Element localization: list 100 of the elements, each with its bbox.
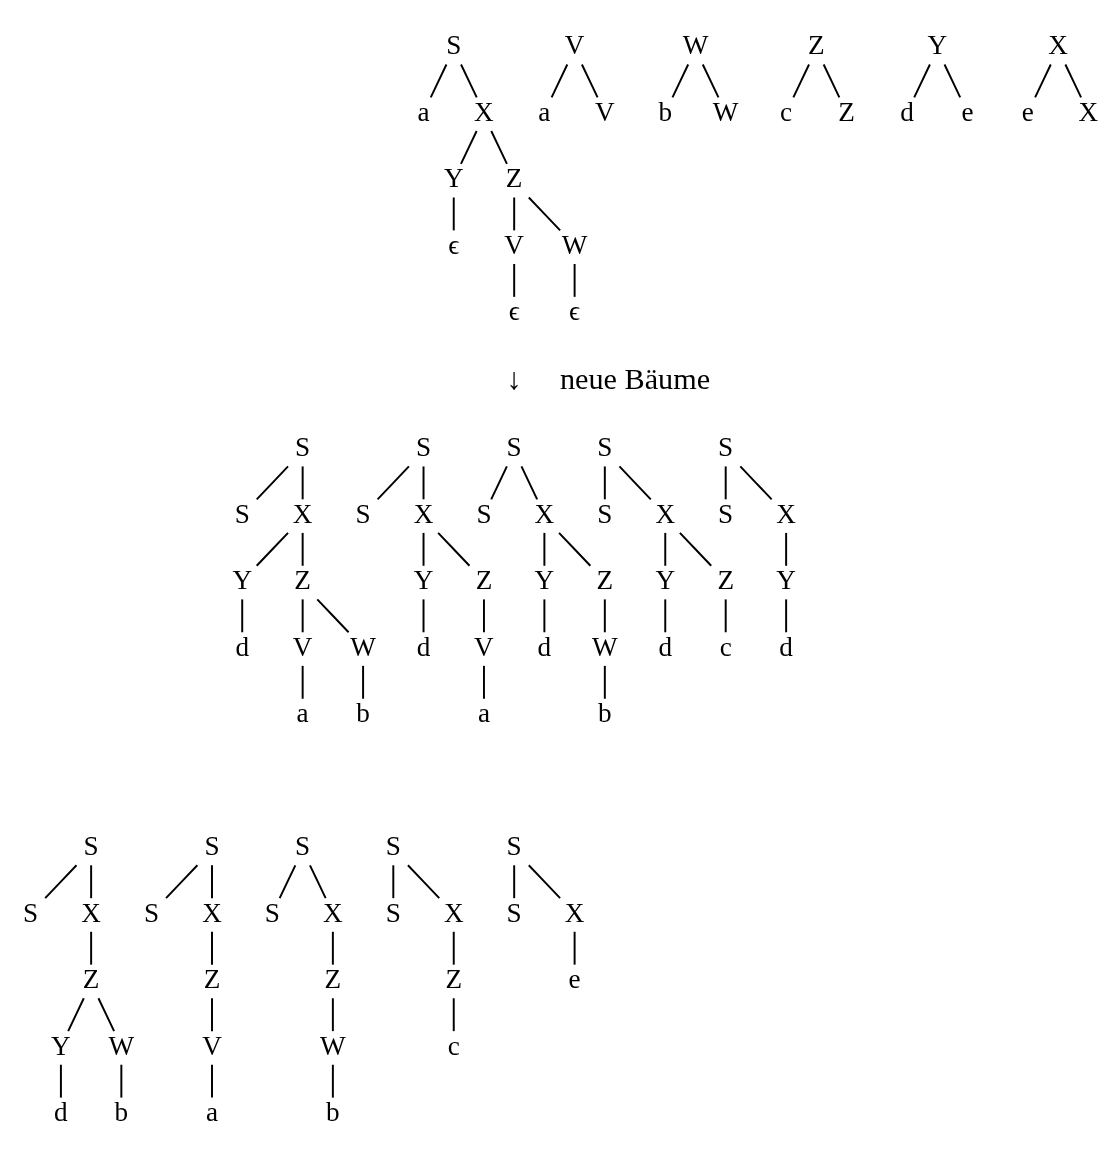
- connector: [362, 664, 365, 700]
- connector: [490, 464, 508, 500]
- node-text: S: [597, 498, 613, 529]
- connector: [211, 863, 213, 899]
- connector: [59, 1063, 62, 1099]
- node-text: a: [477, 697, 490, 728]
- connector: [490, 129, 508, 165]
- connector: [422, 464, 425, 500]
- connector: [701, 63, 720, 98]
- node-text: V: [595, 96, 615, 127]
- connector: [573, 262, 576, 298]
- node-text: V: [292, 631, 313, 662]
- node-text: W: [350, 631, 376, 662]
- connector: [255, 531, 289, 567]
- node-text: Z: [203, 963, 221, 994]
- node-text: e: [961, 96, 974, 127]
- connector: [308, 863, 327, 899]
- connector: [792, 63, 810, 98]
- node-text: d: [235, 631, 250, 662]
- node-text: S: [234, 498, 250, 529]
- node-text: Y: [534, 564, 555, 595]
- node-text: Z: [717, 564, 734, 595]
- connector: [1034, 63, 1052, 98]
- node-text: W: [320, 1030, 346, 1061]
- node-text: S: [506, 897, 522, 928]
- node-text: Z: [505, 162, 523, 193]
- node-text: Z: [596, 564, 614, 595]
- connector: [543, 531, 546, 567]
- node-text: X: [292, 498, 313, 529]
- node-text: V: [202, 1030, 222, 1061]
- connector: [513, 262, 516, 298]
- node-text: X: [655, 498, 676, 529]
- connector: [211, 996, 213, 1032]
- node-text: W: [108, 1030, 135, 1061]
- node-text: Z: [82, 963, 100, 994]
- connector: [513, 863, 516, 899]
- connector: [822, 63, 841, 98]
- node-text: Y: [776, 564, 796, 595]
- connector: [1064, 63, 1083, 98]
- connector: [785, 597, 788, 633]
- node-text: X: [1078, 96, 1099, 127]
- connector: [165, 863, 199, 899]
- node-text: Y: [51, 1030, 71, 1061]
- connector: [392, 863, 395, 899]
- node-text: S: [83, 830, 99, 861]
- node-text: S: [718, 498, 734, 529]
- node-text: S: [204, 830, 220, 861]
- node-text: X: [534, 498, 555, 529]
- node-text: S: [415, 431, 432, 462]
- node-text: S: [385, 897, 401, 928]
- connector: [482, 664, 485, 700]
- connector: [437, 531, 471, 567]
- node-text: Y: [413, 564, 434, 595]
- node-text: S: [144, 897, 160, 928]
- connector: [120, 1063, 123, 1099]
- node-text: d: [537, 631, 552, 662]
- node-text: d: [54, 1096, 68, 1127]
- node-text: ϵ: [508, 295, 520, 326]
- connector: [520, 464, 539, 500]
- node-text: d: [658, 631, 673, 662]
- node-text: Y: [232, 564, 253, 595]
- node-text: W: [712, 96, 739, 127]
- connector: [452, 996, 455, 1032]
- connector: [460, 63, 478, 98]
- label: ↓: [506, 361, 522, 396]
- connector: [664, 531, 667, 567]
- connector: [785, 531, 788, 567]
- node-text: S: [597, 431, 613, 462]
- node-text: Z: [324, 963, 342, 994]
- node-text: e: [568, 963, 581, 994]
- connector: [543, 597, 546, 633]
- node-text: V: [564, 29, 585, 60]
- node-text: W: [591, 631, 618, 662]
- node-text: d: [900, 96, 914, 127]
- connector: [376, 464, 410, 500]
- connector: [724, 597, 727, 633]
- node-text: Y: [927, 29, 948, 60]
- connector: [678, 531, 713, 567]
- connector: [422, 597, 425, 633]
- node-text: Z: [294, 564, 311, 595]
- node-text: Z: [445, 963, 463, 994]
- node-text: Z: [808, 29, 825, 60]
- connector: [739, 464, 773, 500]
- connector: [278, 863, 297, 899]
- node-text: Z: [838, 96, 855, 127]
- connector: [429, 63, 448, 98]
- node-text: c: [780, 96, 793, 127]
- node-text: Y: [443, 162, 464, 193]
- connector: [527, 196, 562, 231]
- node-text: Z: [475, 564, 493, 595]
- node-text: b: [598, 697, 612, 728]
- node-text: S: [295, 830, 311, 861]
- node-text: ϵ: [448, 229, 460, 260]
- node-text: S: [446, 29, 462, 60]
- node-text: X: [1048, 29, 1068, 60]
- node-text: W: [682, 29, 709, 60]
- connector: [618, 464, 652, 500]
- node-text: S: [295, 431, 311, 462]
- connector: [913, 63, 931, 98]
- connector: [316, 597, 350, 633]
